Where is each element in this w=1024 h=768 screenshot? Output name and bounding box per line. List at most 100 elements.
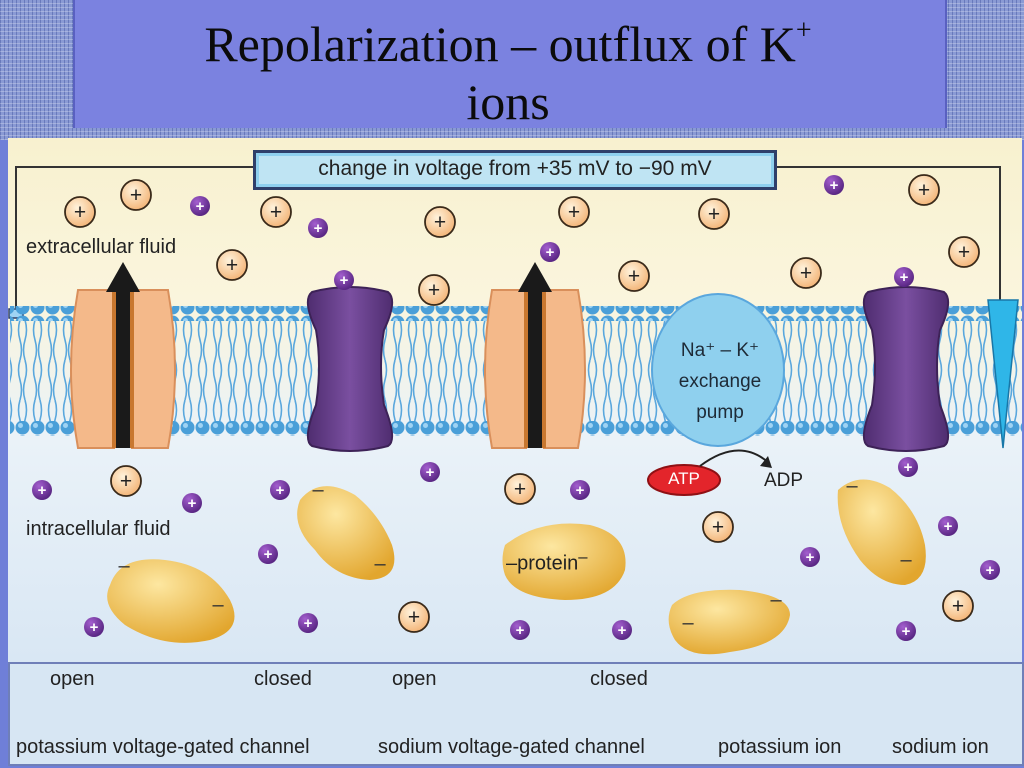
negative-charge: – [212,594,224,616]
sodium-ion: + [824,175,844,195]
potassium-ion: + [698,198,730,230]
svg-text:+: + [120,470,132,493]
sodium-ion: + [510,620,530,640]
sodium-ion: + [540,242,560,262]
svg-text:+: + [708,203,720,226]
negative-charge: – [118,555,130,577]
svg-text:+: + [576,482,585,499]
svg-text:+: + [38,482,47,499]
sodium-ion: + [612,620,632,640]
svg-text:+: + [434,211,446,234]
sodium-ion: + [270,480,290,500]
sodium-ion: + [258,544,278,564]
svg-text:+: + [830,177,839,194]
title-superscript: + [795,15,812,46]
svg-text:+: + [516,622,525,639]
sodium-ion: + [334,270,354,290]
svg-text:+: + [428,279,440,302]
svg-text:+: + [90,619,99,636]
potassium-ions: + + + + + + + + + + + + + + + + + + [64,174,980,725]
sodium-ions: + + + + + + + + + + + + + + + + + + + + + + [32,175,1000,718]
potassium-ion: + [120,179,152,211]
atp-label: ATP [668,469,700,488]
sodium-ion: + [298,613,318,633]
pump-label-line2: exchange [678,371,762,392]
svg-text:+: + [74,201,86,224]
svg-text:+: + [426,464,435,481]
pump-label: Na⁺ – K⁺ exchange pump [655,335,785,428]
svg-text:+: + [264,546,273,563]
svg-text:+: + [568,201,580,224]
potassium-ion: + [216,249,248,281]
legend-panel [8,662,1024,766]
negative-charge: – [312,479,324,501]
sodium-ion: + [84,617,104,637]
title-line2: ions [466,74,550,130]
legend-open-label-1: open [50,668,95,690]
legend-sodium-channel-label: sodium voltage-gated channel [378,736,645,758]
sodium-ion: + [938,516,958,536]
protein-4 [668,589,790,655]
sodium-ion: + [894,267,914,287]
legend-potassium-channel-label: potassium voltage-gated channel [16,736,310,758]
svg-text:+: + [196,198,205,215]
potassium-ion: + [418,274,450,306]
intracellular-label: intracellular fluid [26,518,171,540]
protein-charges: –––––––– [118,475,912,634]
svg-text:+: + [986,562,995,579]
protein-label-text: protein [517,552,579,575]
svg-text:+: + [800,262,812,285]
adp-label: ADP [764,470,804,491]
protein-2 [297,486,395,580]
sodium-ion: + [570,480,590,500]
potassium-ion: + [398,601,430,633]
protein-1 [107,559,235,643]
sodium-ion: + [896,621,916,641]
sodium-ion: + [800,547,820,567]
svg-text:+: + [314,220,323,237]
potassium-ion: + [702,511,734,543]
svg-text:+: + [270,201,282,224]
sodium-ion: + [420,462,440,482]
svg-text:+: + [188,495,197,512]
title-line1: Repolarization – outflux of K [204,16,796,72]
legend-potassium-ion-label: potassium ion [718,736,842,758]
svg-text:+: + [226,254,238,277]
sodium-ion: + [308,218,328,238]
svg-text:+: + [952,595,964,618]
protein-charge-right: – [578,547,588,566]
pump-label-line3: pump [696,402,744,423]
svg-text:+: + [900,269,909,286]
voltage-change-label: change in voltage from +35 mV to −90 mV [318,157,712,180]
negative-charge: – [374,553,386,575]
sodium-ion: + [182,493,202,513]
svg-text:+: + [628,265,640,288]
sodium-ion: + [190,196,210,216]
sodium-ion: + [32,480,52,500]
sodium-ion: + [980,560,1000,580]
efflux-arrow-1 [106,262,140,448]
sodium-channel-closed-1 [306,286,394,452]
svg-text:+: + [618,622,627,639]
sodium-potassium-pump [651,293,785,447]
svg-text:+: + [130,184,142,207]
diagram-background [8,138,1022,766]
sodium-ion: + [898,457,918,477]
sodium-channel-closed-2 [862,286,950,452]
negative-charge: – [900,549,912,571]
svg-text:+: + [904,459,913,476]
negative-charge: – [846,475,858,497]
potassium-ion: + [110,465,142,497]
potassium-ion: + [790,257,822,289]
potassium-channel-open-1 [70,289,176,449]
legend-closed-label-1: closed [254,668,312,690]
potassium-ion: + [618,260,650,292]
potassium-ion: + [948,236,980,268]
voltmeter-probe [987,299,1019,449]
svg-text:+: + [958,241,970,264]
efflux-arrow-2 [518,262,552,448]
svg-text:+: + [902,623,911,640]
svg-text:+: + [546,244,555,261]
legend-open-label-2: open [392,668,437,690]
